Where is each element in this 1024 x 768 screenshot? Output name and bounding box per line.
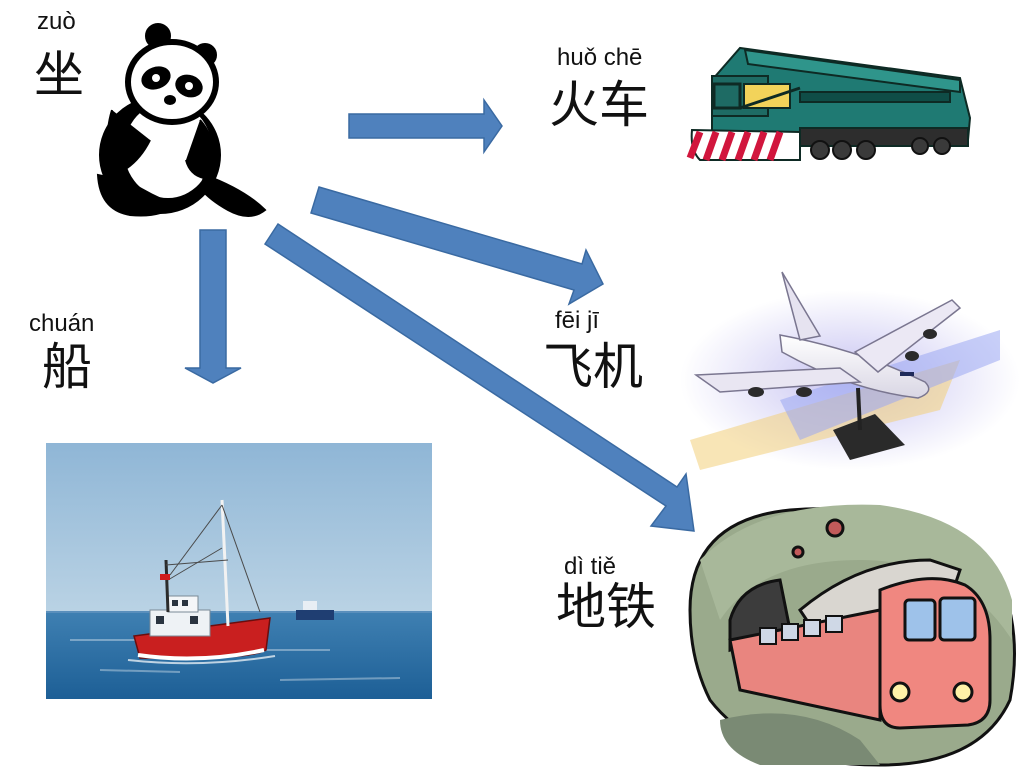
center-hanzi: 坐 xyxy=(34,46,84,104)
arrows xyxy=(184,97,695,532)
train-pinyin: huǒ chē xyxy=(557,44,643,71)
subway-icon xyxy=(688,504,1016,767)
arrow-to-boat xyxy=(184,229,242,384)
train-icon xyxy=(686,46,972,162)
plane-pinyin: fēi jī xyxy=(555,307,600,334)
subway-pinyin: dì tiě xyxy=(564,553,617,580)
plane-hanzi: 飞机 xyxy=(543,338,643,396)
arrow-to-subway xyxy=(263,222,695,532)
subway-hanzi: 地铁 xyxy=(556,578,656,636)
boat-pinyin: chuán xyxy=(29,310,95,337)
arrow-to-train xyxy=(348,97,503,155)
airplane-icon xyxy=(680,271,1020,470)
boat-hanzi: 船 xyxy=(42,338,92,396)
train-hanzi: 火车 xyxy=(549,76,649,134)
boat-photo xyxy=(46,443,432,699)
center-pinyin: zuò xyxy=(37,8,76,35)
arrow-to-plane xyxy=(310,186,604,306)
panda-icon xyxy=(96,23,267,217)
